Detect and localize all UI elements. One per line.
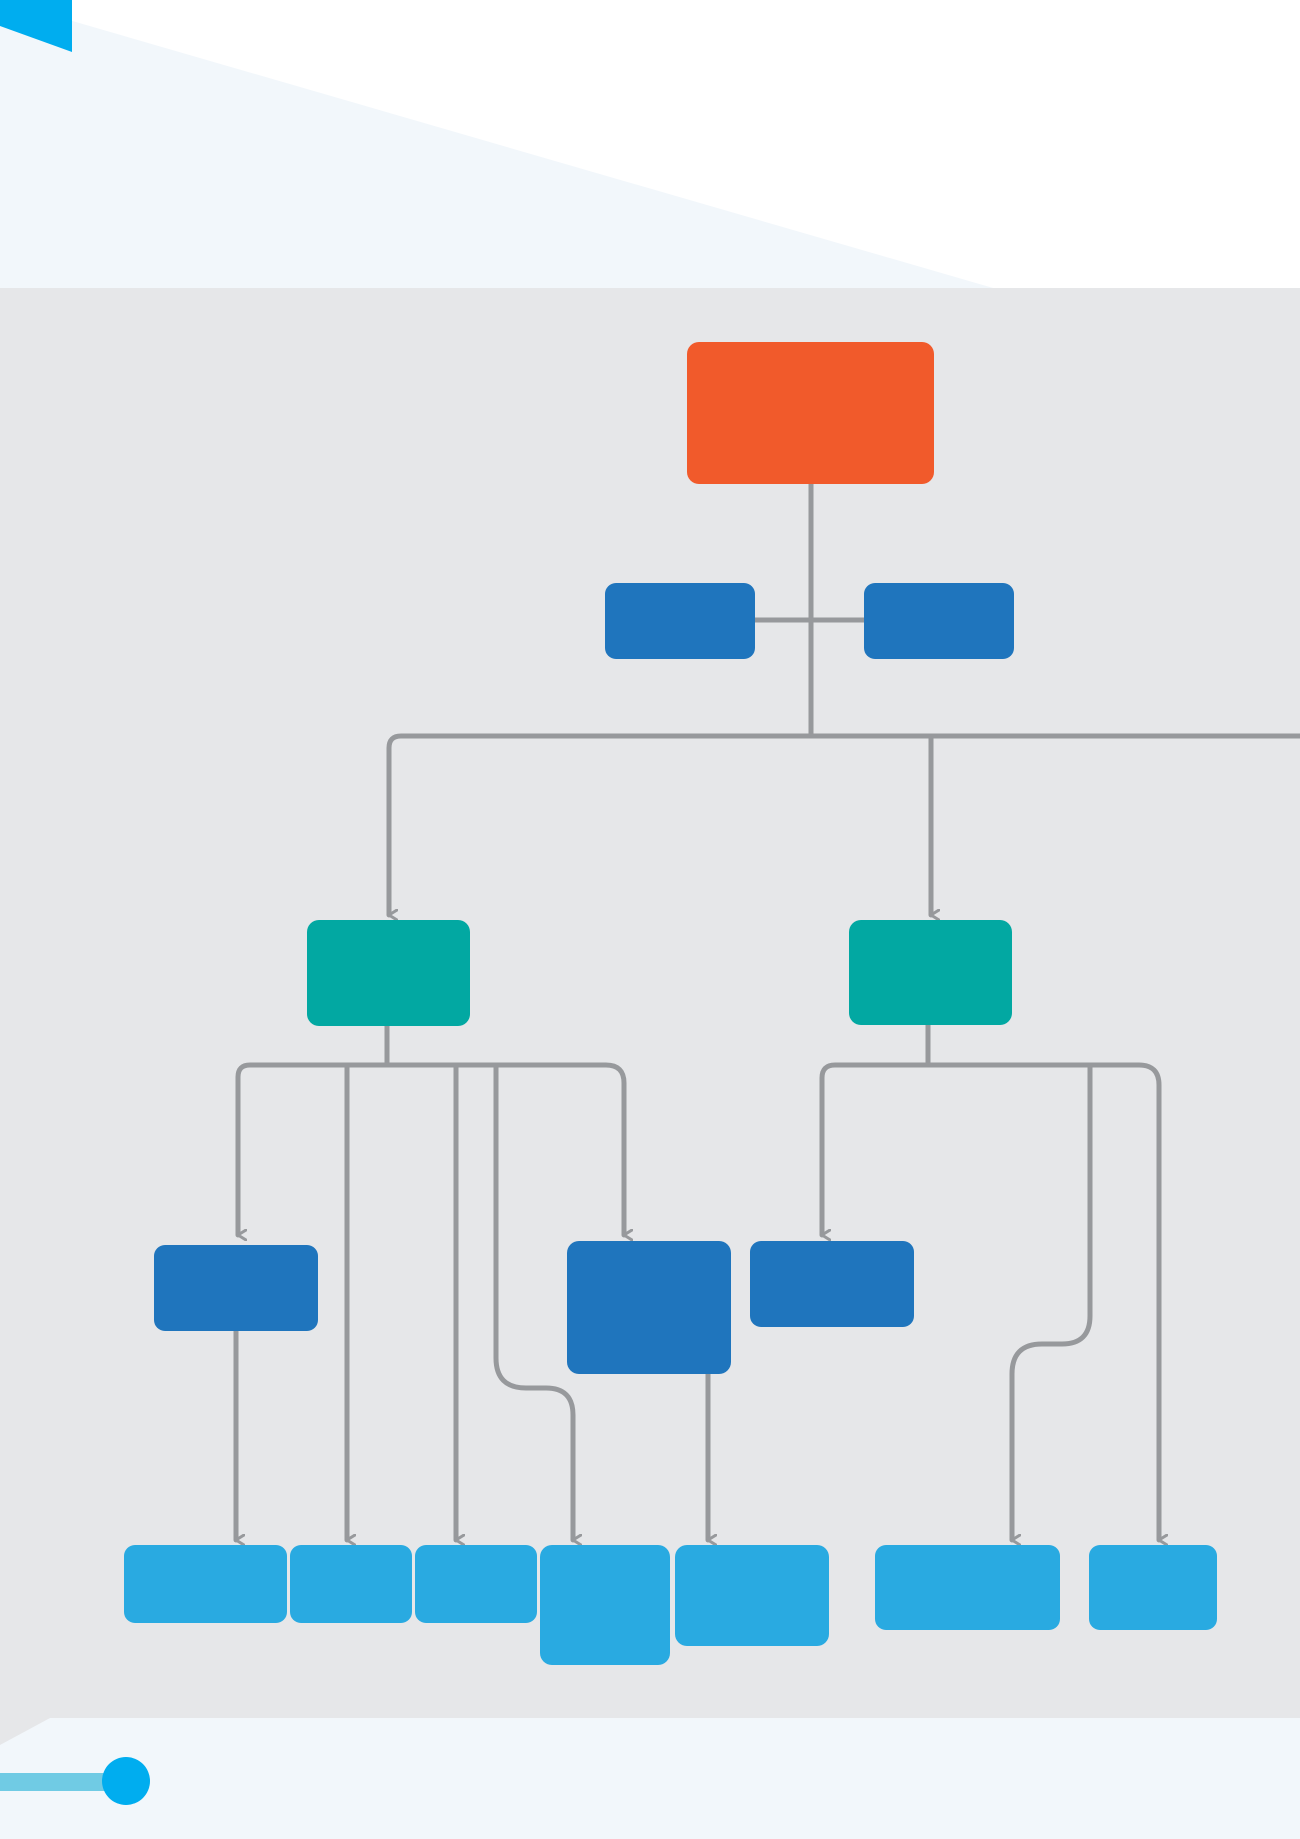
- branch-box-right: [849, 920, 1012, 1025]
- connector-branch-left-to-leaf4: [493, 1062, 573, 1540]
- side-box-left: [605, 583, 755, 659]
- leaf-box-6: [875, 1545, 1060, 1630]
- top-box: [687, 342, 934, 484]
- leaf-box-2: [290, 1545, 412, 1623]
- connectors: [233, 481, 1300, 1540]
- sub-box-2: [567, 1241, 731, 1374]
- leaf-box-5: [675, 1545, 829, 1646]
- footer-background: [0, 1718, 1300, 1839]
- sub-box-1: [154, 1245, 318, 1331]
- nodes: [124, 342, 1217, 1665]
- connector-branch-right-to-sub3: [819, 1062, 931, 1235]
- connector-trunk-left-branch: [386, 733, 814, 915]
- footer-wedge-shape: [0, 1718, 50, 1745]
- branch-box-left: [307, 920, 470, 1026]
- connector-branch-right-to-leaf6: [1009, 1062, 1093, 1540]
- leaf-box-1: [124, 1545, 287, 1623]
- connector-branch-right-to-leaf7: [925, 1062, 1159, 1540]
- header-white-wedge: [0, 0, 1300, 290]
- corner-accent-shape: [0, 0, 72, 52]
- sub-box-3: [750, 1241, 914, 1327]
- connector-branch-left-to-sub1: [235, 1062, 390, 1235]
- leaf-box-4: [540, 1545, 670, 1665]
- leaf-box-3: [415, 1545, 537, 1623]
- connector-branch-left-to-sub2: [384, 1062, 624, 1235]
- leaf-box-7: [1089, 1545, 1217, 1630]
- chart-panel: [0, 288, 1300, 1718]
- footer-accent-dot: [102, 1757, 150, 1805]
- footer-accent-bar: [0, 1773, 110, 1791]
- side-box-right: [864, 583, 1014, 659]
